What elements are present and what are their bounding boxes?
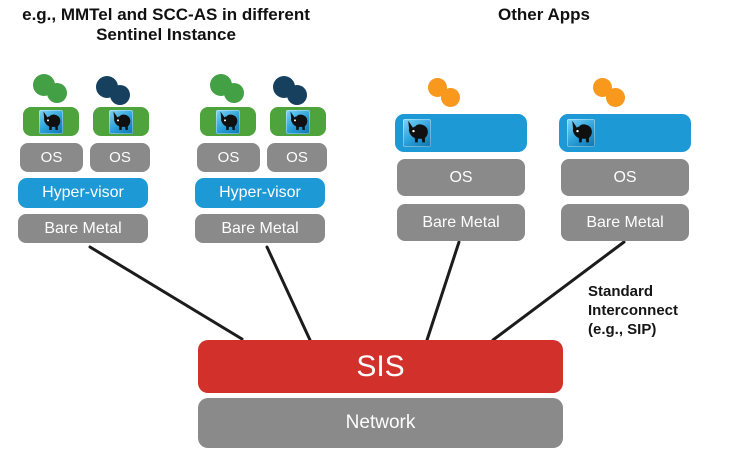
app-instance-dots-green	[210, 74, 250, 108]
hypervisor-box: Hyper-visor	[18, 178, 148, 208]
bare-metal-box: Bare Metal	[561, 204, 689, 241]
app-instance-dot	[224, 83, 244, 103]
app-instance-dots-green	[33, 74, 73, 108]
connector-line	[491, 240, 626, 342]
os-box: OS	[90, 143, 150, 172]
rhino-app-box	[559, 114, 691, 152]
network-box: Network	[198, 398, 563, 448]
connector-line	[265, 245, 312, 342]
left-group-title-line2: Sentinel Instance	[96, 25, 236, 44]
os-box: OS	[267, 143, 327, 172]
sentinel-stack-1: OS OS Hyper-visor Bare Metal	[15, 72, 150, 243]
app-instance-dots-orange	[428, 78, 468, 112]
os-box: OS	[197, 143, 260, 172]
standard-interconnect-label: Standard Interconnect (e.g., SIP)	[588, 283, 679, 338]
connector-line	[88, 245, 244, 341]
connector-line	[425, 240, 461, 342]
sis-box: SIS	[198, 340, 563, 393]
os-box: OS	[561, 159, 689, 196]
os-box: OS	[397, 159, 525, 196]
app-instance-dot	[287, 85, 307, 105]
right-group-title: Other Apps	[498, 5, 590, 24]
rhino-app-box	[395, 114, 527, 152]
rhino-vm-box	[270, 107, 326, 136]
rhino-icon	[216, 109, 240, 134]
left-group-title-line1: e.g., MMTel and SCC-AS in different	[22, 5, 310, 24]
rhino-icon	[109, 109, 133, 134]
app-instance-dots-navy	[96, 76, 136, 110]
app-instance-dots-navy	[273, 76, 313, 110]
bare-metal-box: Bare Metal	[397, 204, 525, 241]
rhino-icon	[39, 109, 63, 134]
rhino-icon	[403, 119, 431, 147]
rhino-vm-box	[200, 107, 256, 136]
app-instance-dots-orange	[593, 78, 633, 112]
rhino-icon	[567, 119, 595, 147]
rhino-vm-box	[93, 107, 149, 136]
left-group-title: e.g., MMTel and SCC-AS in different Sent…	[15, 5, 317, 45]
app-instance-dot	[606, 88, 625, 107]
app-instance-dot	[47, 83, 67, 103]
hypervisor-box: Hyper-visor	[195, 178, 325, 208]
app-instance-dot	[110, 85, 130, 105]
app-instance-dot	[441, 88, 460, 107]
bare-metal-box: Bare Metal	[18, 214, 148, 243]
app-stack-1: OS Bare Metal	[395, 78, 527, 241]
rhino-icon	[286, 109, 310, 134]
bare-metal-box: Bare Metal	[195, 214, 325, 243]
rhino-vm-box	[23, 107, 79, 136]
os-box: OS	[20, 143, 83, 172]
app-stack-2: OS Bare Metal	[559, 78, 691, 241]
sentinel-stack-2: OS OS Hyper-visor Bare Metal	[192, 72, 327, 243]
